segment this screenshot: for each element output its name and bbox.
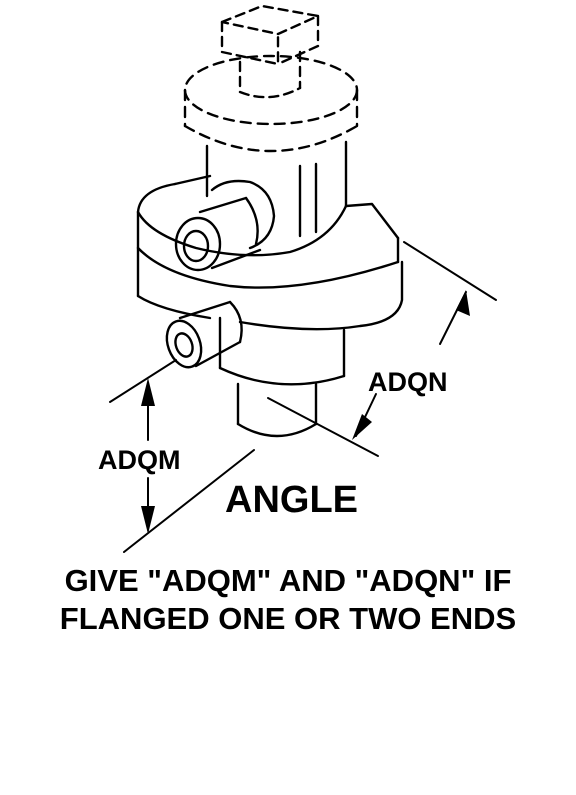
caption-line-2: FLANGED ONE OR TWO ENDS (59, 601, 517, 636)
adqn-extension-bottom (267, 397, 379, 457)
angle-valve-illustration (136, 4, 404, 438)
valve-body-lower (136, 260, 404, 386)
adqm-extension-top (109, 359, 177, 403)
lower-nozzle (165, 300, 243, 369)
adqn-extension-top (403, 241, 497, 301)
adqm-arrow-down (141, 506, 155, 534)
adqn-arrow-down (352, 414, 372, 440)
bottom-port (236, 382, 318, 438)
adqn-arrowheads (352, 290, 470, 440)
adqm-label: ADQM (98, 445, 181, 475)
adqn-label: ADQN (368, 367, 448, 397)
valve-body-upper (136, 174, 400, 298)
phantom-handwheel (183, 54, 359, 153)
adqn-arrow-up (456, 290, 470, 316)
adqn-dimension (267, 241, 497, 457)
upper-nozzle (174, 179, 276, 272)
adqm-extension-bottom (123, 449, 255, 553)
caption-line-1: GIVE "ADQM" AND "ADQN" IF (64, 563, 512, 598)
view-label: ANGLE (225, 479, 358, 521)
valve-bonnet (205, 140, 348, 238)
phantom-stem-cap (220, 4, 320, 99)
adqm-arrowheads (141, 378, 155, 534)
adqm-arrow-up (141, 378, 155, 406)
